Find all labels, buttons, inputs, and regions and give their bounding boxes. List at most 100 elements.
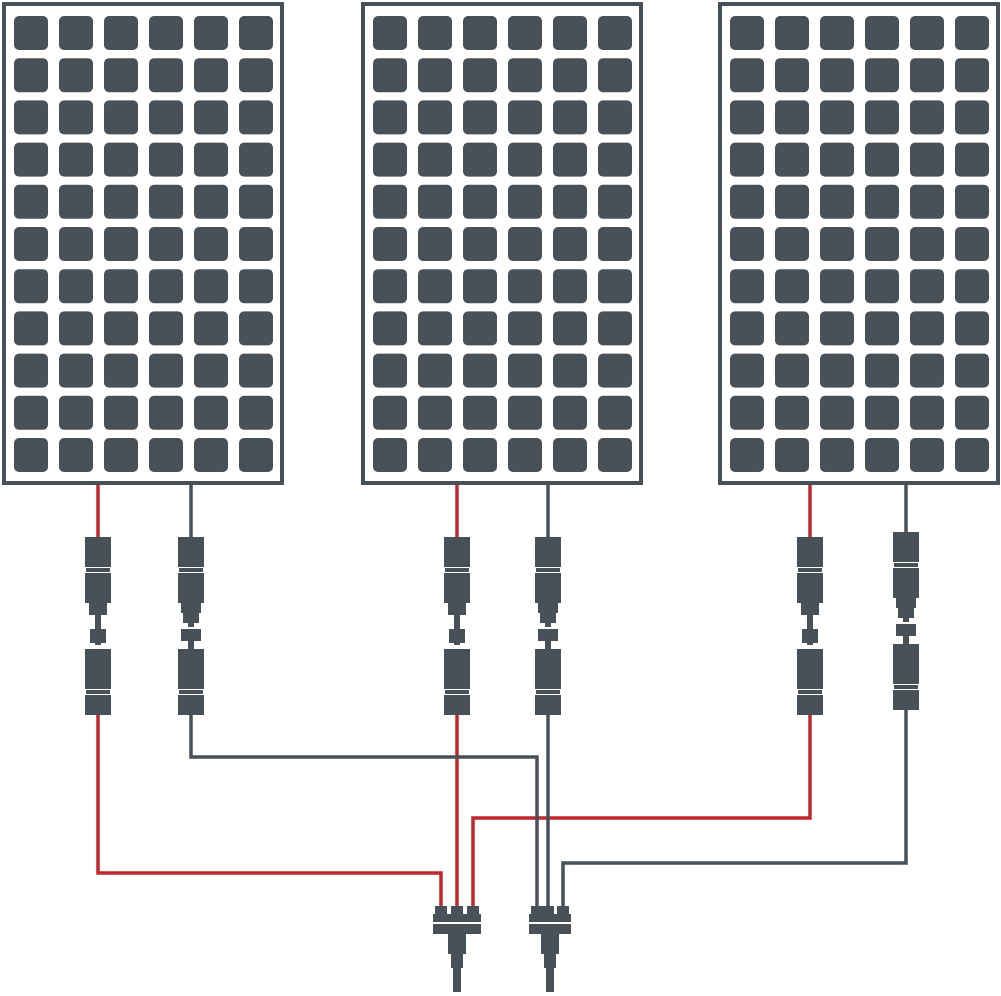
connector-ring <box>86 690 110 694</box>
connector-body <box>178 537 204 567</box>
solar-cell <box>59 142 93 177</box>
solar-cell <box>955 184 989 219</box>
solar-cell <box>775 269 809 304</box>
connector-pin <box>95 627 101 645</box>
solar-cell <box>463 438 497 472</box>
solar-cell <box>373 438 407 472</box>
solar-cell <box>104 100 138 135</box>
solar-cell <box>865 395 899 430</box>
solar-cell <box>865 16 899 50</box>
solar-cell <box>820 58 854 93</box>
connector-body <box>797 537 823 567</box>
solar-cell <box>239 142 273 177</box>
connector-latch <box>449 629 454 643</box>
solar-cell <box>775 227 809 261</box>
panel-1-negative-wire <box>189 715 539 908</box>
solar-cell <box>239 184 273 219</box>
solar-cell <box>910 16 944 50</box>
solar-cell <box>955 58 989 93</box>
connector-nose <box>801 603 819 615</box>
connector-body <box>85 537 111 567</box>
solar-cell <box>598 100 632 135</box>
negative-branch-connector <box>529 906 571 992</box>
connector-ring <box>798 690 822 694</box>
solar-cell <box>104 311 138 346</box>
solar-cell <box>14 227 48 261</box>
solar-cell <box>508 142 542 177</box>
branch-top-bar <box>529 914 571 922</box>
solar-cell <box>865 269 899 304</box>
solar-cell <box>149 16 183 50</box>
solar-cell <box>463 395 497 430</box>
connector-body <box>178 649 204 689</box>
panel-1-positive-wire <box>96 715 443 908</box>
connector-ring <box>445 568 469 572</box>
panel-3-negative-connector <box>893 532 919 710</box>
solar-cell <box>730 311 764 346</box>
solar-cell <box>775 353 809 388</box>
connector-body <box>444 695 470 715</box>
connector-pin <box>188 641 194 649</box>
panel-backsheet <box>6 6 280 481</box>
solar-cell <box>239 269 273 304</box>
connector-pin <box>545 613 551 627</box>
solar-cell <box>955 16 989 50</box>
solar-cell <box>553 16 587 50</box>
wires <box>96 485 908 908</box>
branch-body <box>433 924 481 934</box>
connector-body <box>893 532 919 562</box>
connector-pin <box>807 627 813 645</box>
solar-cell <box>59 100 93 135</box>
connector-body <box>85 573 111 603</box>
panel-1-negative-connector <box>178 537 204 715</box>
solar-cell <box>730 395 764 430</box>
solar-cell <box>418 311 452 346</box>
panel-3-negative-wire <box>561 708 908 908</box>
connector-nose <box>89 603 107 615</box>
solar-cell <box>104 269 138 304</box>
solar-cell <box>598 184 632 219</box>
solar-cell <box>820 269 854 304</box>
solar-cell <box>775 311 809 346</box>
solar-cell <box>955 142 989 177</box>
solar-cell <box>239 311 273 346</box>
connector-body <box>178 695 204 715</box>
solar-cell <box>820 395 854 430</box>
solar-cell <box>194 353 228 388</box>
solar-cell <box>955 311 989 346</box>
branch-output <box>451 954 463 968</box>
panel-2-negative-connector <box>535 537 561 715</box>
solar-cell <box>865 353 899 388</box>
solar-cell <box>598 227 632 261</box>
connector-latch <box>101 629 106 643</box>
connector-latch <box>909 608 914 618</box>
panel-3-positive-wire <box>471 715 812 908</box>
solar-cell <box>820 100 854 135</box>
connector-body <box>797 573 823 603</box>
solar-cell <box>418 58 452 93</box>
solar-cell <box>418 269 452 304</box>
branch-output-pin <box>546 968 554 992</box>
connector-pin <box>545 641 551 649</box>
solar-cell <box>194 16 228 50</box>
solar-cell <box>598 311 632 346</box>
solar-cell <box>910 438 944 472</box>
connector-ring <box>894 685 918 689</box>
solar-cell <box>955 438 989 472</box>
solar-cell <box>730 142 764 177</box>
solar-cell <box>463 311 497 346</box>
solar-cell <box>239 16 273 50</box>
connector-nose <box>896 624 916 636</box>
solar-cell <box>418 227 452 261</box>
connector-ring <box>179 568 203 572</box>
solar-cell <box>910 269 944 304</box>
solar-cell <box>775 438 809 472</box>
solar-cell <box>373 100 407 135</box>
solar-cell <box>149 311 183 346</box>
connector-body <box>444 649 470 689</box>
solar-cell <box>149 100 183 135</box>
solar-cell <box>373 311 407 346</box>
solar-cell <box>239 353 273 388</box>
solar-cell <box>553 184 587 219</box>
solar-cell <box>104 58 138 93</box>
